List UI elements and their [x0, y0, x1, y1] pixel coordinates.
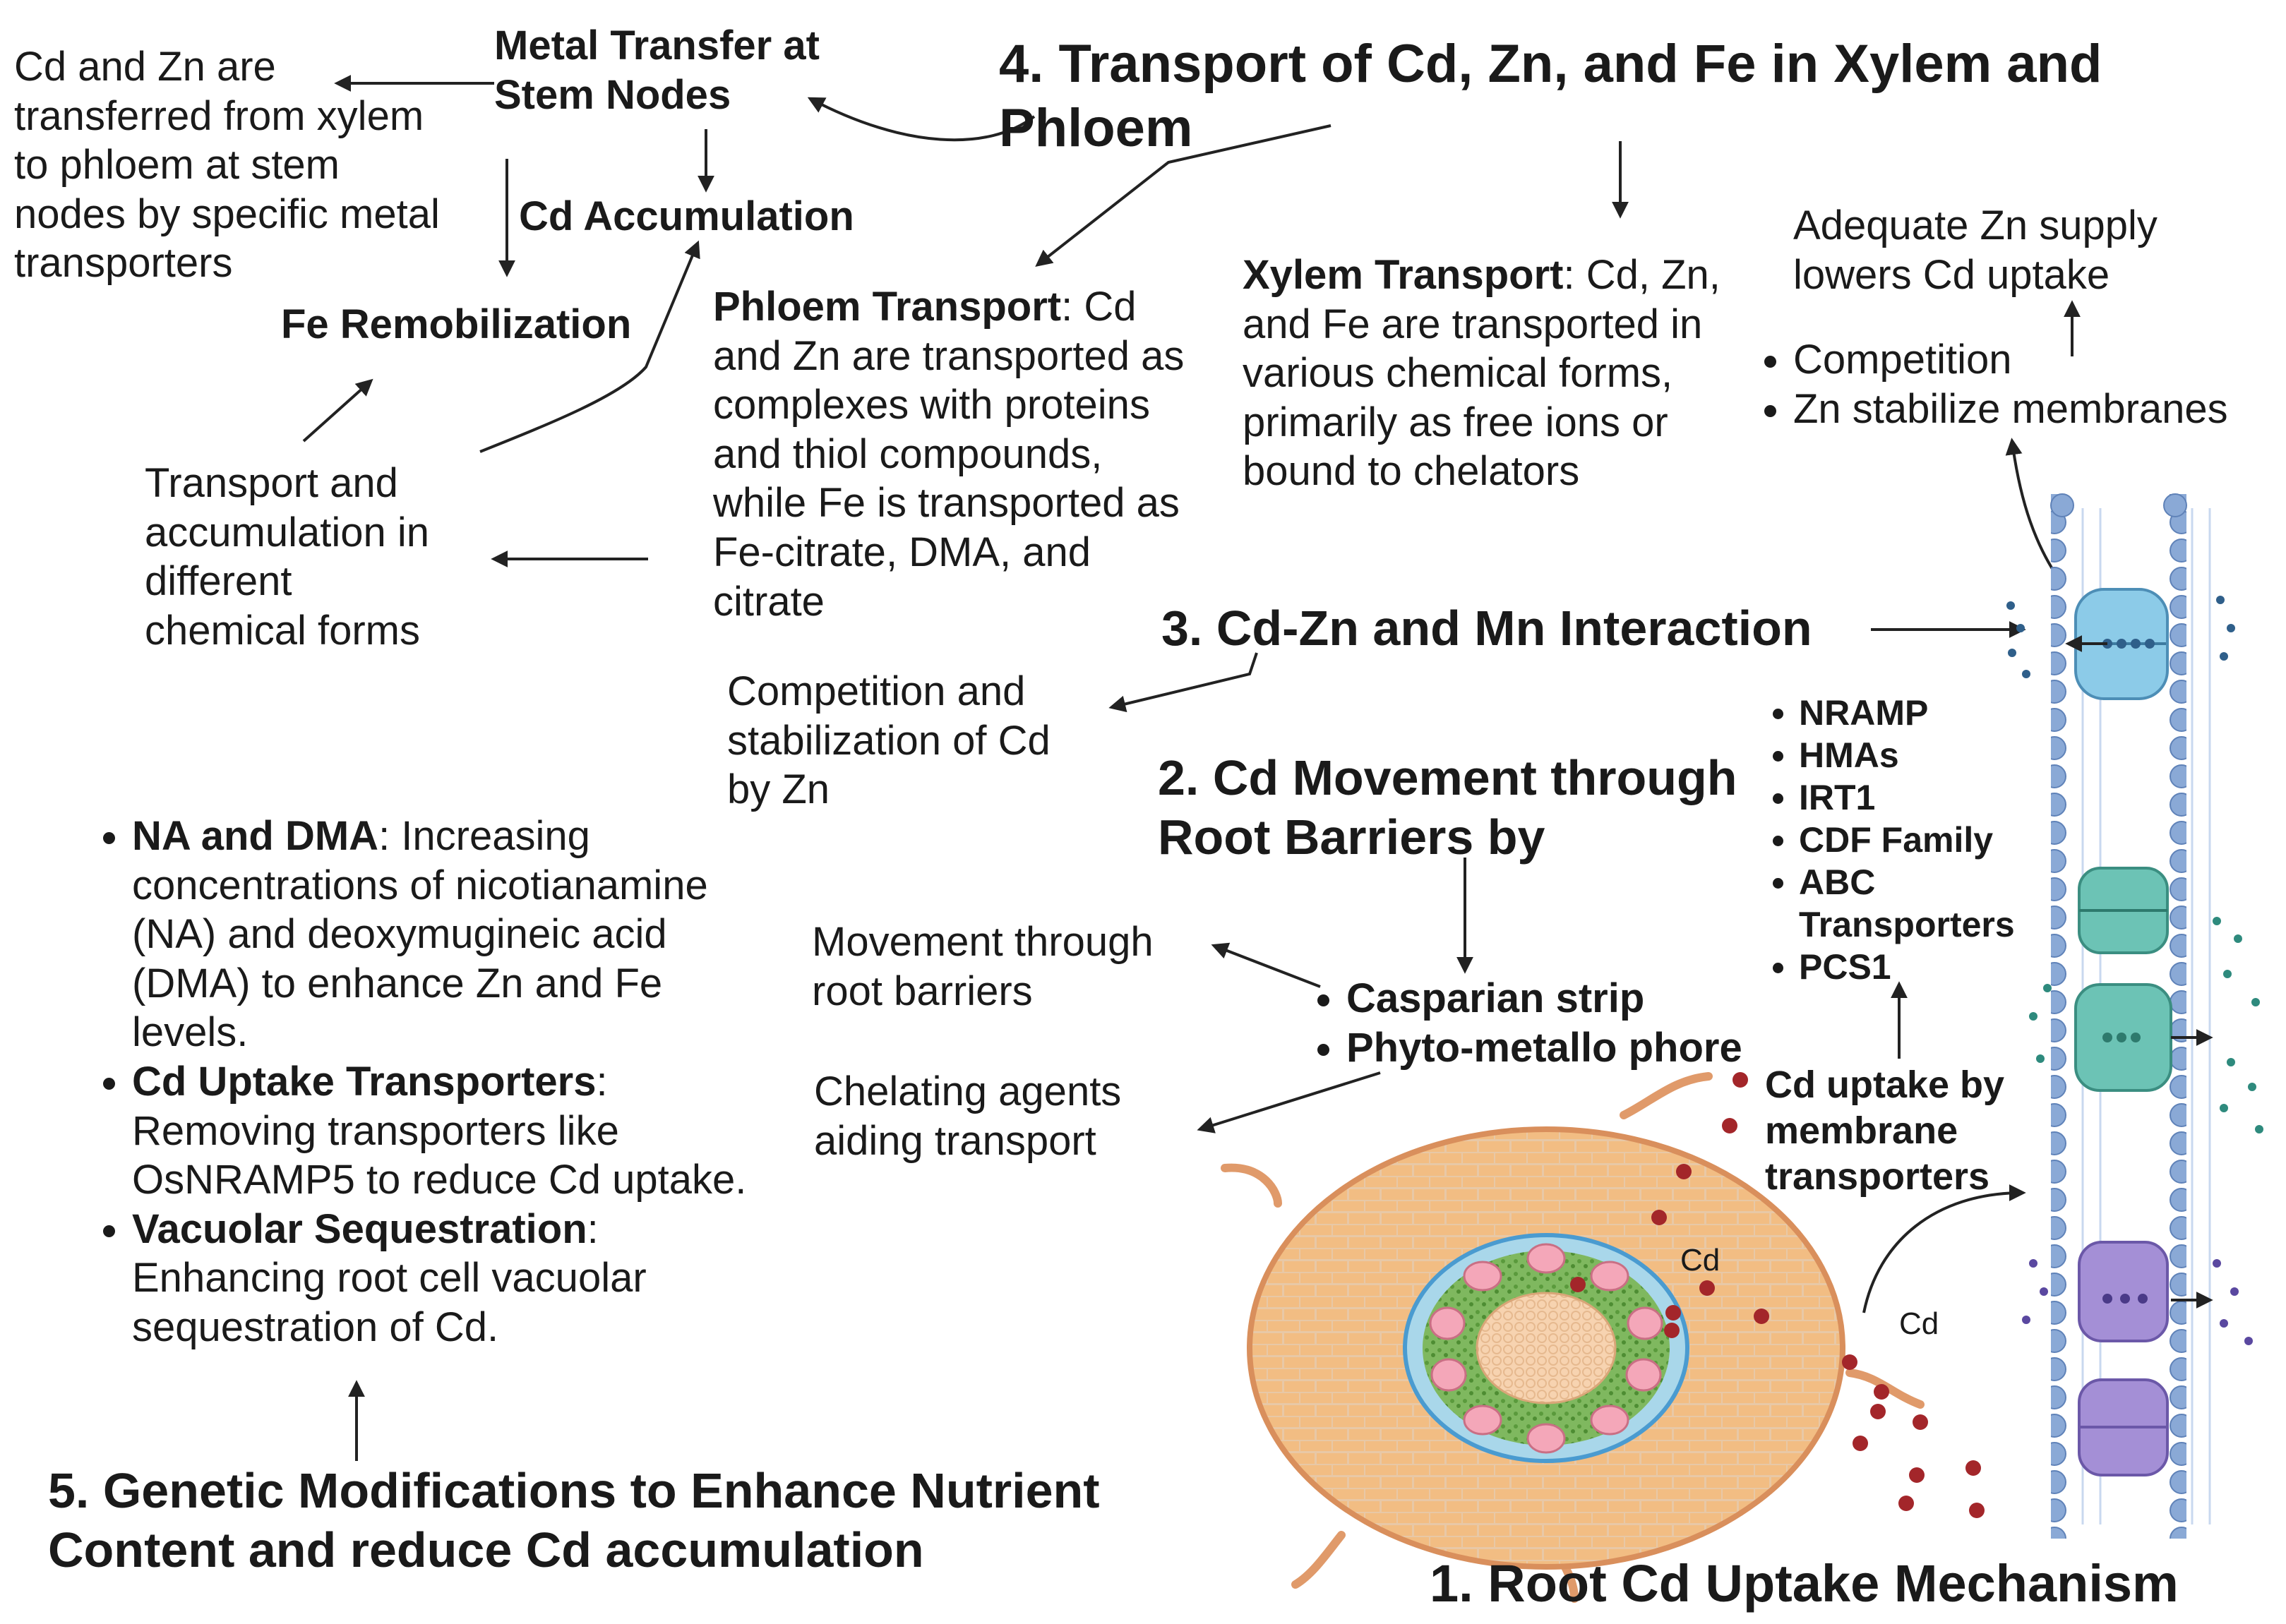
item-text: : Increasing concentrations of nicotiana… [132, 813, 708, 1056]
xylem-transport-body: : Cd, Zn, and Fe are transported in vari… [1243, 252, 1721, 495]
list-item: NRAMP [1799, 692, 2015, 734]
metal-transfer-description: Cd and Zn are transferred from xylem to … [14, 44, 440, 287]
list-item: NA and DMA: Increasing concentrations of… [132, 812, 746, 1057]
transporter-list: NRAMP HMAs IRT1 CDF Family ABC Transport… [1758, 692, 2015, 988]
list-item: ABC Transporters [1799, 861, 2015, 946]
list-item: Phyto-metallo phore [1346, 1023, 1742, 1073]
channel-purple-1 [2078, 1241, 2169, 1342]
cd-label-outside: Cd [1899, 1306, 1939, 1341]
list-item: Vacuolar Sequestration: Enhancing root c… [132, 1205, 746, 1352]
competition-stabilization-text: Competition and stabilization of Cd by Z… [727, 668, 1051, 813]
section2-title: 2. Cd Movement through Root Barriers by [1158, 750, 1737, 865]
item-text: : Removing transporters like OsNRAMP5 to… [132, 1058, 747, 1203]
ions-purple [2022, 1259, 2253, 1345]
zn-effects-list: Competition Zn stabilize membranes [1749, 335, 2228, 433]
channel-teal-2 [2074, 983, 2172, 1092]
list-item: Competition [1793, 335, 2228, 385]
phloem-transport-text: Phloem Transport: Cd and Zn are transpor… [713, 282, 1184, 626]
channel-blue [2074, 588, 2169, 700]
chelating-agents-text: Chelating agents aiding transport [814, 1069, 1122, 1164]
fe-remobilization-label: Fe Remobilization [281, 301, 632, 347]
ions-blue [2006, 596, 2235, 678]
cd-ions [1570, 1072, 1985, 1518]
item-text: : Enhancing root cell vacuolar sequestra… [132, 1205, 647, 1350]
section1-title: 1. Root Cd Uptake Mechanism [1430, 1554, 2179, 1613]
channel-purple-2 [2078, 1378, 2169, 1476]
phloem-transport-label: Phloem Transport [713, 284, 1062, 330]
ions-teal [2029, 917, 2263, 1133]
movement-barriers-text: Movement through root barriers [812, 919, 1154, 1014]
list-item: Casparian strip [1346, 974, 1742, 1023]
list-item: Zn stabilize membranes [1793, 385, 2228, 434]
list-item: HMAs [1799, 734, 2015, 776]
genetic-modifications-list: NA and DMA: Increasing concentrations of… [88, 812, 746, 1352]
cd-label-inside: Cd [1680, 1243, 1721, 1277]
xylem-transport-label: Xylem Transport [1243, 252, 1564, 298]
channel-teal-1 [2078, 867, 2169, 954]
item-label: Cd Uptake Transporters [132, 1058, 597, 1105]
arrows-stem-nodes [302, 75, 1036, 567]
cd-accumulation-label: Cd Accumulation [519, 193, 854, 239]
phloem-transport-body: : Cd and Zn are transported as complexes… [713, 284, 1185, 625]
zn-supply-text: Adequate Zn supply lowers Cd uptake [1793, 203, 2158, 298]
metal-transfer-title: Metal Transfer at Stem Nodes [494, 23, 820, 118]
list-item: Cd Uptake Transporters: Removing transpo… [132, 1057, 746, 1205]
section3-title: 3. Cd-Zn and Mn Interaction [1161, 601, 1812, 656]
arrows-lower [348, 621, 2026, 1461]
section4-title: 4. Transport of Cd, Zn, and Fe in Xylem … [999, 34, 2102, 159]
item-label: Vacuolar Sequestration [132, 1205, 587, 1252]
list-item: IRT1 [1799, 776, 2015, 819]
transport-accumulation-text: Transport and accumulation in different … [145, 460, 429, 654]
item-label: NA and DMA [132, 813, 379, 859]
section5-title: 5. Genetic Modifications to Enhance Nutr… [48, 1463, 1100, 1577]
list-item: CDF Family [1799, 819, 2015, 861]
xylem-transport-text: Xylem Transport: Cd, Zn, and Fe are tran… [1243, 251, 1721, 496]
list-item: PCS1 [1799, 946, 2015, 988]
channel-arrows [2065, 635, 2213, 1309]
root-barrier-list: Casparian strip Phyto-metallo phore [1303, 974, 1742, 1072]
root-cross-section [1221, 1072, 1925, 1603]
cd-uptake-label: Cd uptake by membrane transporters [1765, 1064, 2005, 1198]
